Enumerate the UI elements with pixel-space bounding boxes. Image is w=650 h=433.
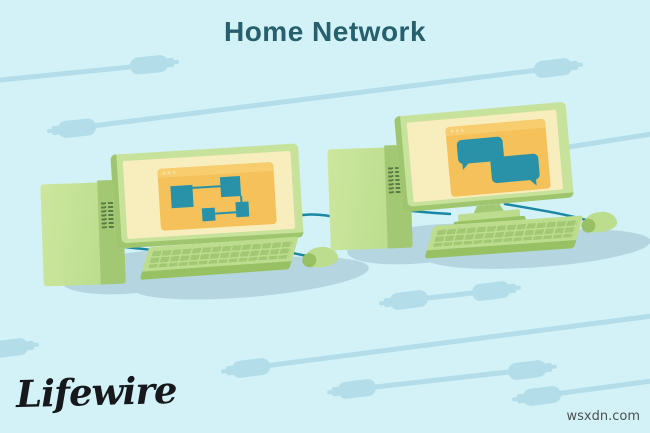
- chat-messages-window: [445, 118, 551, 198]
- background-cable: [220, 313, 650, 381]
- background-cable: [326, 357, 558, 402]
- window-titlebar: [445, 118, 546, 137]
- background-cable: [46, 55, 584, 140]
- mouse-cable: [503, 202, 592, 223]
- background-cable: [378, 278, 522, 313]
- chat-bubble-icon: [490, 153, 541, 184]
- diagram-node: [170, 184, 194, 209]
- monitor-screen: [406, 109, 564, 203]
- diagram-connector: [192, 185, 221, 189]
- diagram-node: [219, 175, 242, 198]
- background-cable: [0, 53, 180, 83]
- tower-front-panel: [327, 147, 389, 251]
- right-computer-monitor: [394, 101, 576, 237]
- diagram-node: [201, 207, 216, 222]
- diagram-connector: [215, 211, 237, 215]
- window-titlebar: [157, 161, 274, 178]
- background-cable: [0, 335, 40, 359]
- network-diagram-window: [157, 161, 277, 231]
- diagram-node: [235, 201, 250, 218]
- tower-front-panel: [40, 182, 102, 287]
- monitor-screen: [122, 150, 296, 239]
- watermark: wsxdn.com: [566, 409, 641, 424]
- background-cable: [553, 131, 650, 152]
- page-title: Home Network: [223, 16, 427, 47]
- background-cable: [511, 378, 650, 409]
- diagram-connector: [240, 195, 243, 203]
